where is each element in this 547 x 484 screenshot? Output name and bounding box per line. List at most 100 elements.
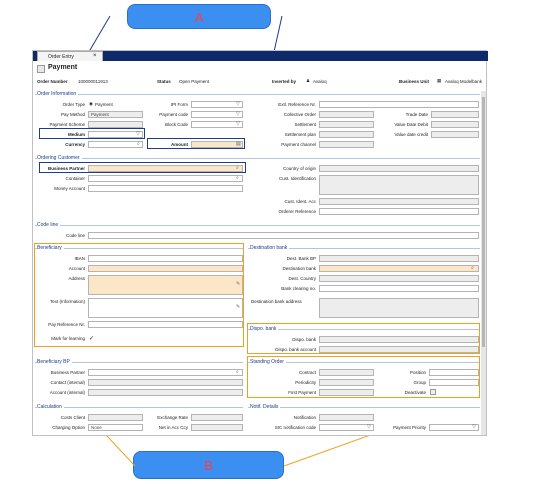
contract-field[interactable] bbox=[319, 369, 374, 376]
dest-country-field[interactable] bbox=[319, 275, 479, 282]
account-field[interactable] bbox=[88, 265, 243, 272]
text-info-edit-icon[interactable]: ✎ bbox=[236, 304, 241, 310]
settlement-plan-field[interactable] bbox=[319, 131, 374, 138]
code-line-label: Code line bbox=[65, 233, 85, 238]
destination-bank-field[interactable] bbox=[319, 265, 479, 272]
code-line-field[interactable] bbox=[88, 232, 479, 239]
exchange-rate-field[interactable] bbox=[191, 414, 243, 421]
highlight-beneficiary bbox=[34, 243, 244, 347]
group-field[interactable] bbox=[429, 379, 479, 386]
dest-bank-address-label: Destination bank address bbox=[251, 299, 302, 304]
status-value: Open Payment bbox=[179, 79, 210, 84]
cust-ident-acc-field[interactable] bbox=[319, 198, 479, 205]
value-date-debit-label: Value Date Debit bbox=[394, 122, 428, 127]
dest-bank-bp-field[interactable] bbox=[319, 255, 479, 262]
medium-dropdown-icon[interactable]: ▽ bbox=[136, 131, 140, 137]
first-payment-field[interactable] bbox=[319, 389, 374, 396]
bank-clearing-field[interactable] bbox=[319, 285, 479, 292]
beneficiary-line bbox=[35, 248, 243, 249]
dispo-bank-section: Dispo. bank bbox=[250, 326, 279, 332]
calculation-line bbox=[35, 407, 243, 408]
currency-field[interactable] bbox=[88, 141, 143, 148]
periodicity-field[interactable] bbox=[319, 379, 374, 386]
text-info-field[interactable] bbox=[88, 298, 243, 318]
payment-scheme-field[interactable] bbox=[88, 121, 143, 128]
destination-bank-label: Destination bank bbox=[282, 266, 316, 271]
sic-dropdown-icon[interactable]: ▽ bbox=[367, 424, 371, 430]
container-search-icon[interactable]: ⌕ bbox=[236, 175, 239, 181]
block-code-label: Block Code bbox=[164, 122, 188, 127]
ext-ref-field[interactable] bbox=[319, 101, 479, 108]
tab-order-entry-label: Order Entry bbox=[48, 54, 74, 60]
settlement-label: Settlement bbox=[294, 122, 316, 127]
payment-priority-dropdown-icon[interactable]: ▽ bbox=[472, 424, 476, 430]
country-origin-field[interactable] bbox=[319, 165, 479, 172]
highlight-medium bbox=[39, 128, 145, 139]
dispo-bank-field[interactable] bbox=[319, 336, 479, 343]
orderer-reference-field[interactable] bbox=[319, 208, 479, 215]
vertical-scrollbar[interactable] bbox=[481, 91, 486, 435]
user-icon: ♟ bbox=[306, 78, 311, 83]
medium-field[interactable] bbox=[88, 131, 143, 138]
container-field[interactable] bbox=[88, 175, 243, 182]
order-type-value: Payment bbox=[95, 102, 113, 107]
deactivate-checkbox[interactable] bbox=[430, 389, 436, 395]
scrollbar-thumb[interactable] bbox=[482, 97, 485, 347]
position-field[interactable] bbox=[429, 369, 479, 376]
amount-field[interactable] bbox=[191, 141, 243, 148]
address-field[interactable] bbox=[88, 275, 243, 295]
currency-search-icon[interactable]: ⌕ bbox=[137, 141, 140, 147]
payment-channel-label: Payment channel bbox=[281, 142, 316, 147]
address-edit-icon[interactable]: ✎ bbox=[236, 281, 241, 287]
page-title: Payment bbox=[48, 64, 78, 71]
account-internal-field[interactable] bbox=[88, 389, 243, 396]
contact-internal-field[interactable] bbox=[88, 379, 243, 386]
ipi-form-label: IPI Form bbox=[170, 102, 188, 107]
net-acc-ccy-label: Net in Acc Ccy bbox=[158, 425, 188, 430]
beneficiary-section: Beneficiary bbox=[37, 245, 64, 251]
block-code-dropdown-icon[interactable]: ▽ bbox=[236, 121, 240, 127]
collective-order-field[interactable] bbox=[319, 111, 374, 118]
net-acc-ccy-field[interactable] bbox=[191, 424, 243, 431]
ipi-form-dropdown-icon[interactable]: ▽ bbox=[236, 101, 240, 107]
ipi-form-field[interactable] bbox=[191, 101, 243, 108]
currency-label: Currency bbox=[65, 142, 85, 147]
bbp-business-partner-field[interactable] bbox=[88, 369, 243, 376]
code-line-section: Code line bbox=[37, 222, 61, 228]
amount-calc-icon[interactable]: ▤ bbox=[236, 141, 241, 147]
charging-option-field[interactable]: None bbox=[88, 424, 143, 431]
order-info-section: Order Information bbox=[37, 91, 79, 97]
payment-priority-field[interactable] bbox=[429, 424, 479, 431]
settlement-field[interactable] bbox=[319, 121, 374, 128]
pay-ref-label: Pay Reference Nr. bbox=[48, 322, 85, 327]
iban-field[interactable] bbox=[88, 255, 243, 262]
value-date-debit-field[interactable] bbox=[431, 121, 479, 128]
block-code-field[interactable] bbox=[191, 121, 243, 128]
notification-field[interactable] bbox=[319, 414, 374, 421]
cust-identification-field[interactable] bbox=[319, 175, 479, 195]
tab-order-entry[interactable]: Order Entry × bbox=[37, 51, 103, 61]
deactivate-label: Deactivate bbox=[404, 390, 426, 395]
value-date-credit-field[interactable] bbox=[431, 131, 479, 138]
payment-code-field[interactable] bbox=[191, 111, 243, 118]
order-type-radio-icon[interactable]: ◉ bbox=[89, 101, 93, 106]
payment-channel-field[interactable] bbox=[319, 141, 374, 148]
pay-ref-field[interactable] bbox=[88, 321, 243, 328]
money-account-field[interactable] bbox=[88, 185, 243, 192]
bbp-search-icon[interactable]: ⌕ bbox=[236, 369, 239, 375]
sic-field[interactable] bbox=[319, 424, 374, 431]
costs-client-field[interactable] bbox=[88, 414, 143, 421]
dest-country-label: Dest. Country bbox=[288, 276, 316, 281]
destination-bank-search-icon[interactable]: ⌕ bbox=[471, 265, 474, 271]
callout-b: B bbox=[133, 451, 284, 479]
code-line-line bbox=[35, 225, 480, 226]
business-partner-field[interactable] bbox=[88, 165, 243, 172]
dest-bank-address-field[interactable] bbox=[319, 298, 479, 318]
dispo-bank-account-field[interactable] bbox=[319, 346, 479, 353]
pay-method-field[interactable]: Payment bbox=[88, 111, 143, 118]
payment-code-dropdown-icon[interactable]: ▽ bbox=[236, 111, 240, 117]
mark-learning-checkbox[interactable]: ✓ bbox=[89, 336, 95, 342]
tab-close-icon[interactable]: × bbox=[93, 53, 97, 59]
trade-date-field[interactable] bbox=[431, 111, 479, 118]
business-partner-search-icon[interactable]: ⌕ bbox=[236, 165, 239, 171]
